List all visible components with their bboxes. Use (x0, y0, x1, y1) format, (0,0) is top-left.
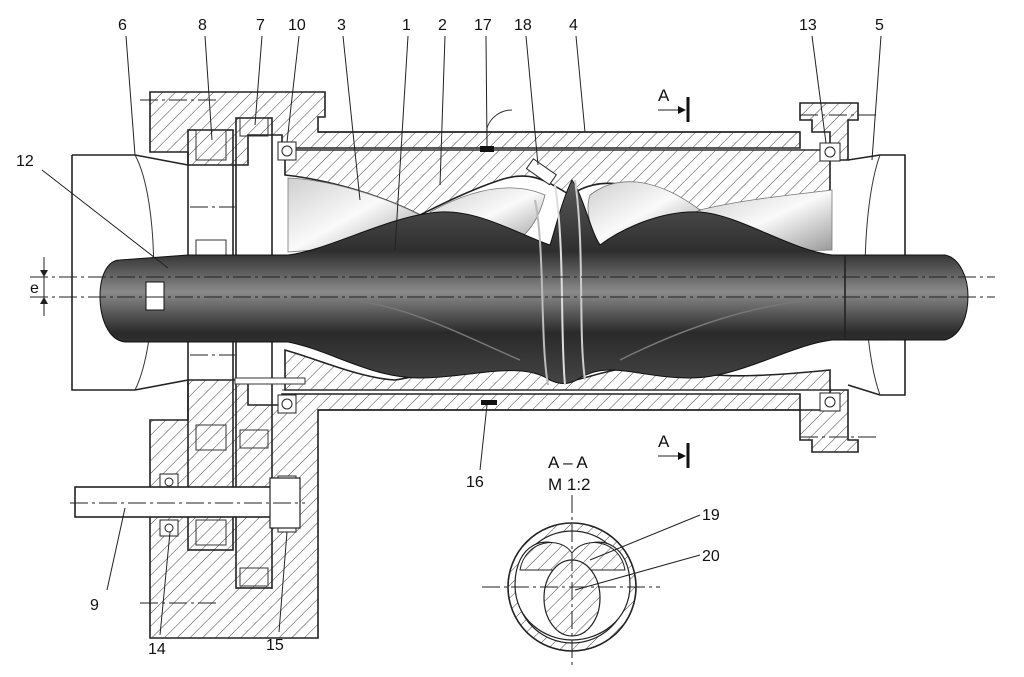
section-view-title: A – A (548, 453, 588, 472)
bolts (140, 99, 880, 604)
section-label-top: A (658, 86, 670, 105)
section-mark-top: A (658, 86, 690, 122)
label-16: 16 (466, 474, 484, 491)
label-8: 8 (198, 17, 207, 34)
label-6: 6 (118, 17, 127, 34)
label-14: 14 (148, 641, 166, 658)
label-5: 5 (875, 17, 884, 34)
rotor (99, 178, 969, 386)
label-15: 15 (266, 637, 284, 654)
label-17: 17 (474, 17, 492, 34)
stator-housing (149, 91, 859, 639)
label-3: 3 (337, 17, 346, 34)
label-12: 12 (16, 153, 34, 170)
label-2: 2 (438, 17, 447, 34)
bearing-14b (159, 519, 179, 537)
leader-lines (41, 35, 882, 636)
label-19: 19 (702, 507, 720, 524)
center-lines (30, 276, 995, 504)
bearing-10b (277, 394, 297, 414)
label-18: 18 (514, 17, 532, 34)
section-label-bottom: A (658, 432, 670, 451)
label-4: 4 (569, 17, 578, 34)
section-view-a-a: A – A M 1:2 (482, 453, 660, 665)
label-e: e (30, 280, 39, 297)
label-1: 1 (402, 17, 411, 34)
label-10: 10 (288, 17, 306, 34)
section-view-scale: M 1:2 (548, 475, 591, 494)
section-mark-bottom: A (658, 432, 690, 468)
callout-labels: 6 8 7 10 3 1 2 17 18 4 13 5 12 16 9 14 1… (16, 17, 884, 658)
label-13: 13 (799, 17, 817, 34)
bearing-13b (819, 392, 841, 412)
label-7: 7 (256, 17, 265, 34)
eccentricity-dimension: e (30, 257, 48, 316)
label-9: 9 (90, 597, 99, 614)
bearing-13 (819, 142, 841, 162)
bearing-10 (277, 141, 297, 161)
label-20: 20 (702, 548, 720, 565)
